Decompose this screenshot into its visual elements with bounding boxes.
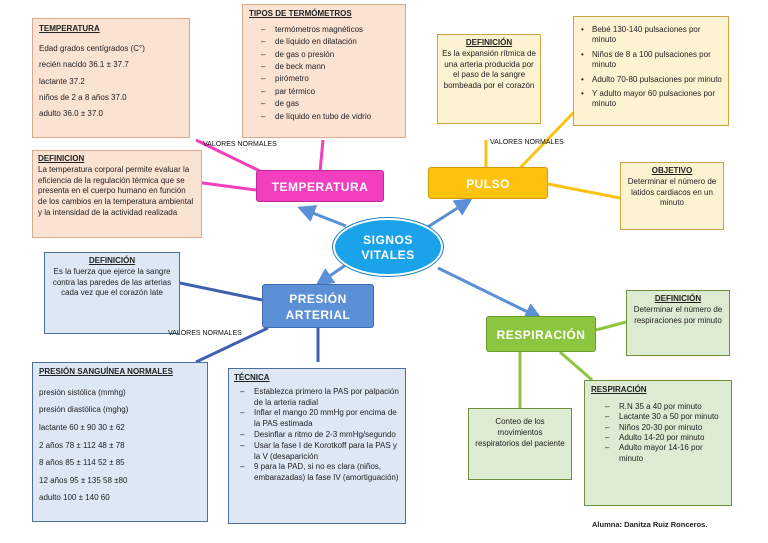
termometros-title: TIPOS DE TERMÓMETROS: [249, 9, 352, 18]
respiracion-definicion-text: Determinar el número de respiraciones po…: [633, 304, 723, 325]
respiracion-definicion-box: DEFINICIÓN Determinar el número de respi…: [626, 290, 730, 356]
pulso-objetivo-box: OBJETIVO Determinar el número de latidos…: [620, 162, 724, 230]
pulso-valor-item: Bebé 130-140 pulsaciones por minuto: [580, 25, 722, 46]
pulso-valores-normales-label: VALORES NORMALES: [490, 139, 564, 146]
presion-sanguinea-line: lactante 60 ± 90 30 ± 62: [39, 422, 125, 432]
tecnica-item: Inflar el mango 20 mmHg por encima de la…: [238, 408, 400, 430]
pulso-definicion-box: DEFINICIÓN Es la expansión rítmica de un…: [437, 34, 541, 124]
temperatura-node-label: TEMPERATURA: [271, 180, 369, 194]
temperatura-normal-line: recién nacido 36.1 ± 37.7: [39, 60, 129, 70]
presion-node-line2: ARTERIAL: [285, 308, 351, 322]
presion-definicion-title: DEFINICIÓN: [88, 256, 136, 265]
alumna-credit: Alumna: Danitza Ruiz Ronceros.: [592, 520, 708, 529]
pulso-definicion-text: Es la expansión rítmica de una arteria p…: [442, 48, 536, 91]
connector-center-presion: [315, 260, 351, 286]
termometro-item: de beck mann: [259, 61, 399, 74]
respiracion-valor-item: R.N 35 a 40 por minuto: [603, 402, 725, 413]
pulso-objetivo-title: OBJETIVO: [651, 166, 693, 175]
respiracion-valor-item: Adulto mayor 14-16 por minuto: [603, 443, 725, 464]
termometro-item: pirómetro: [259, 73, 399, 86]
presion-sanguinea-line: presión sistólica (mmhg): [39, 387, 126, 397]
termometro-item: de gas: [259, 98, 399, 111]
presion-sanguinea-title: PRESIÓN SANGUÍNEA NORMALES: [39, 367, 173, 376]
respiracion-valor-item: Niños 20-30 por minuto: [603, 423, 725, 434]
pulso-valor-item: Adulto 70-80 pulsaciones por minuto: [580, 75, 722, 86]
temperatura-normal-line: lactante 37.2: [39, 76, 85, 86]
termometro-item: de líquido en dilatación: [259, 36, 399, 49]
respiracion-node: RESPIRACIÓN: [486, 316, 596, 352]
pulso-valor-item: Niños de 8 a 100 pulsaciones por minuto: [580, 50, 722, 71]
pulso-valores-box: Bebé 130-140 pulsaciones por minuto Niño…: [573, 16, 729, 126]
respiracion-valores-box: RESPIRACIÓN R.N 35 a 40 por minuto Lacta…: [584, 380, 732, 506]
tecnica-item: Establezca primero la PAS por palpación …: [238, 387, 400, 409]
temperatura-node: TEMPERATURA: [256, 170, 384, 202]
termometro-item: de gas o presión: [259, 49, 399, 62]
temperatura-normales-title: TEMPERATURA: [39, 24, 100, 33]
termometro-item: par térmico: [259, 86, 399, 99]
tecnica-item: 9 para la PAD, si no es clara (niños, em…: [238, 462, 400, 484]
presion-node-line1: PRESIÓN: [289, 292, 347, 306]
presion-sanguinea-line: adulto 100 ± 140 60: [39, 493, 110, 503]
respiracion-conteo-text: Conteo de los movimientos respiratorios …: [475, 417, 565, 448]
pulso-definicion-title: DEFINICIÓN: [465, 38, 513, 47]
connector-center-temperatura: [297, 205, 347, 228]
connector-center-respiracion: [437, 266, 543, 320]
respiracion-definicion-title: DEFINICIÓN: [654, 294, 702, 303]
temperatura-normal-line: niños de 2 a 8 años 37.0: [39, 92, 127, 102]
temperatura-definicion-box: DEFINICION La temperatura corporal permi…: [32, 150, 202, 238]
presion-definicion-box: DEFINICIÓN Es la fuerza que ejerce la sa…: [44, 252, 180, 334]
presion-valores-normales-label: VALORES NORMALES: [168, 330, 242, 337]
center-line2: VITALES: [361, 248, 415, 262]
termometro-item: de líquido en tubo de vidrio: [259, 111, 399, 124]
presion-sanguinea-line: 2 años 78 ± 112 48 ± 78: [39, 440, 125, 450]
presion-sanguinea-box: PRESIÓN SANGUÍNEA NORMALES presión sistó…: [32, 362, 208, 522]
tecnica-item: Desinflar a ritmo de 2-3 mmHg/segundo: [238, 430, 400, 441]
respiracion-valor-item: Lactante 30 a 50 por minuto: [603, 412, 725, 423]
tecnica-box: TÉCNICA Establezca primero la PAS por pa…: [228, 368, 406, 524]
pulso-valor-item: Y adulto mayor 60 pulsaciones por minuto: [580, 89, 722, 110]
respiracion-valores-title: RESPIRACIÓN: [591, 385, 647, 394]
tecnica-item: Usar la fase I de Korotkoff para la PAS …: [238, 441, 400, 463]
temperatura-normal-line: adulto 36.0 ± 37.0: [39, 109, 103, 119]
termometro-item: termómetros magnéticos: [259, 24, 399, 37]
respiracion-node-label: RESPIRACIÓN: [496, 328, 586, 342]
presion-sanguinea-line: 8 años 85 ± 114 52 ± 85: [39, 458, 125, 468]
presion-sanguinea-line: 12 años 95 ± 135 58 ±80: [39, 475, 128, 485]
temperatura-normal-line: Edad grados centígrados (C°): [39, 43, 145, 53]
temperatura-normales-box: TEMPERATURA Edad grados centígrados (C°)…: [32, 18, 190, 138]
respiracion-valor-item: Adulto 14-20 por minuto: [603, 433, 725, 444]
presion-sanguinea-line: presión diastólica (mghg): [39, 405, 129, 415]
center-line1: SIGNOS: [363, 233, 413, 247]
temperatura-definicion-title: DEFINICION: [38, 154, 85, 163]
pulso-node-label: PULSO: [466, 177, 510, 191]
presion-node: PRESIÓN ARTERIAL: [262, 284, 374, 328]
temperatura-definicion-text: La temperatura corporal permite evaluar …: [38, 164, 194, 217]
respiracion-conteo-box: Conteo de los movimientos respiratorios …: [468, 408, 572, 480]
tecnica-title: TÉCNICA: [234, 373, 270, 382]
pulso-node: PULSO: [428, 167, 548, 199]
signos-vitales-center: SIGNOS VITALES: [333, 218, 443, 276]
temperatura-valores-normales-label: VALORES NORMALES: [203, 141, 277, 148]
presion-definicion-text: Es la fuerza que ejerce la sangre contra…: [52, 266, 172, 298]
termometros-box: TIPOS DE TERMÓMETROS termómetros magnéti…: [242, 4, 406, 138]
pulso-objetivo-text: Determinar el número de latidos cardiaco…: [627, 176, 717, 208]
